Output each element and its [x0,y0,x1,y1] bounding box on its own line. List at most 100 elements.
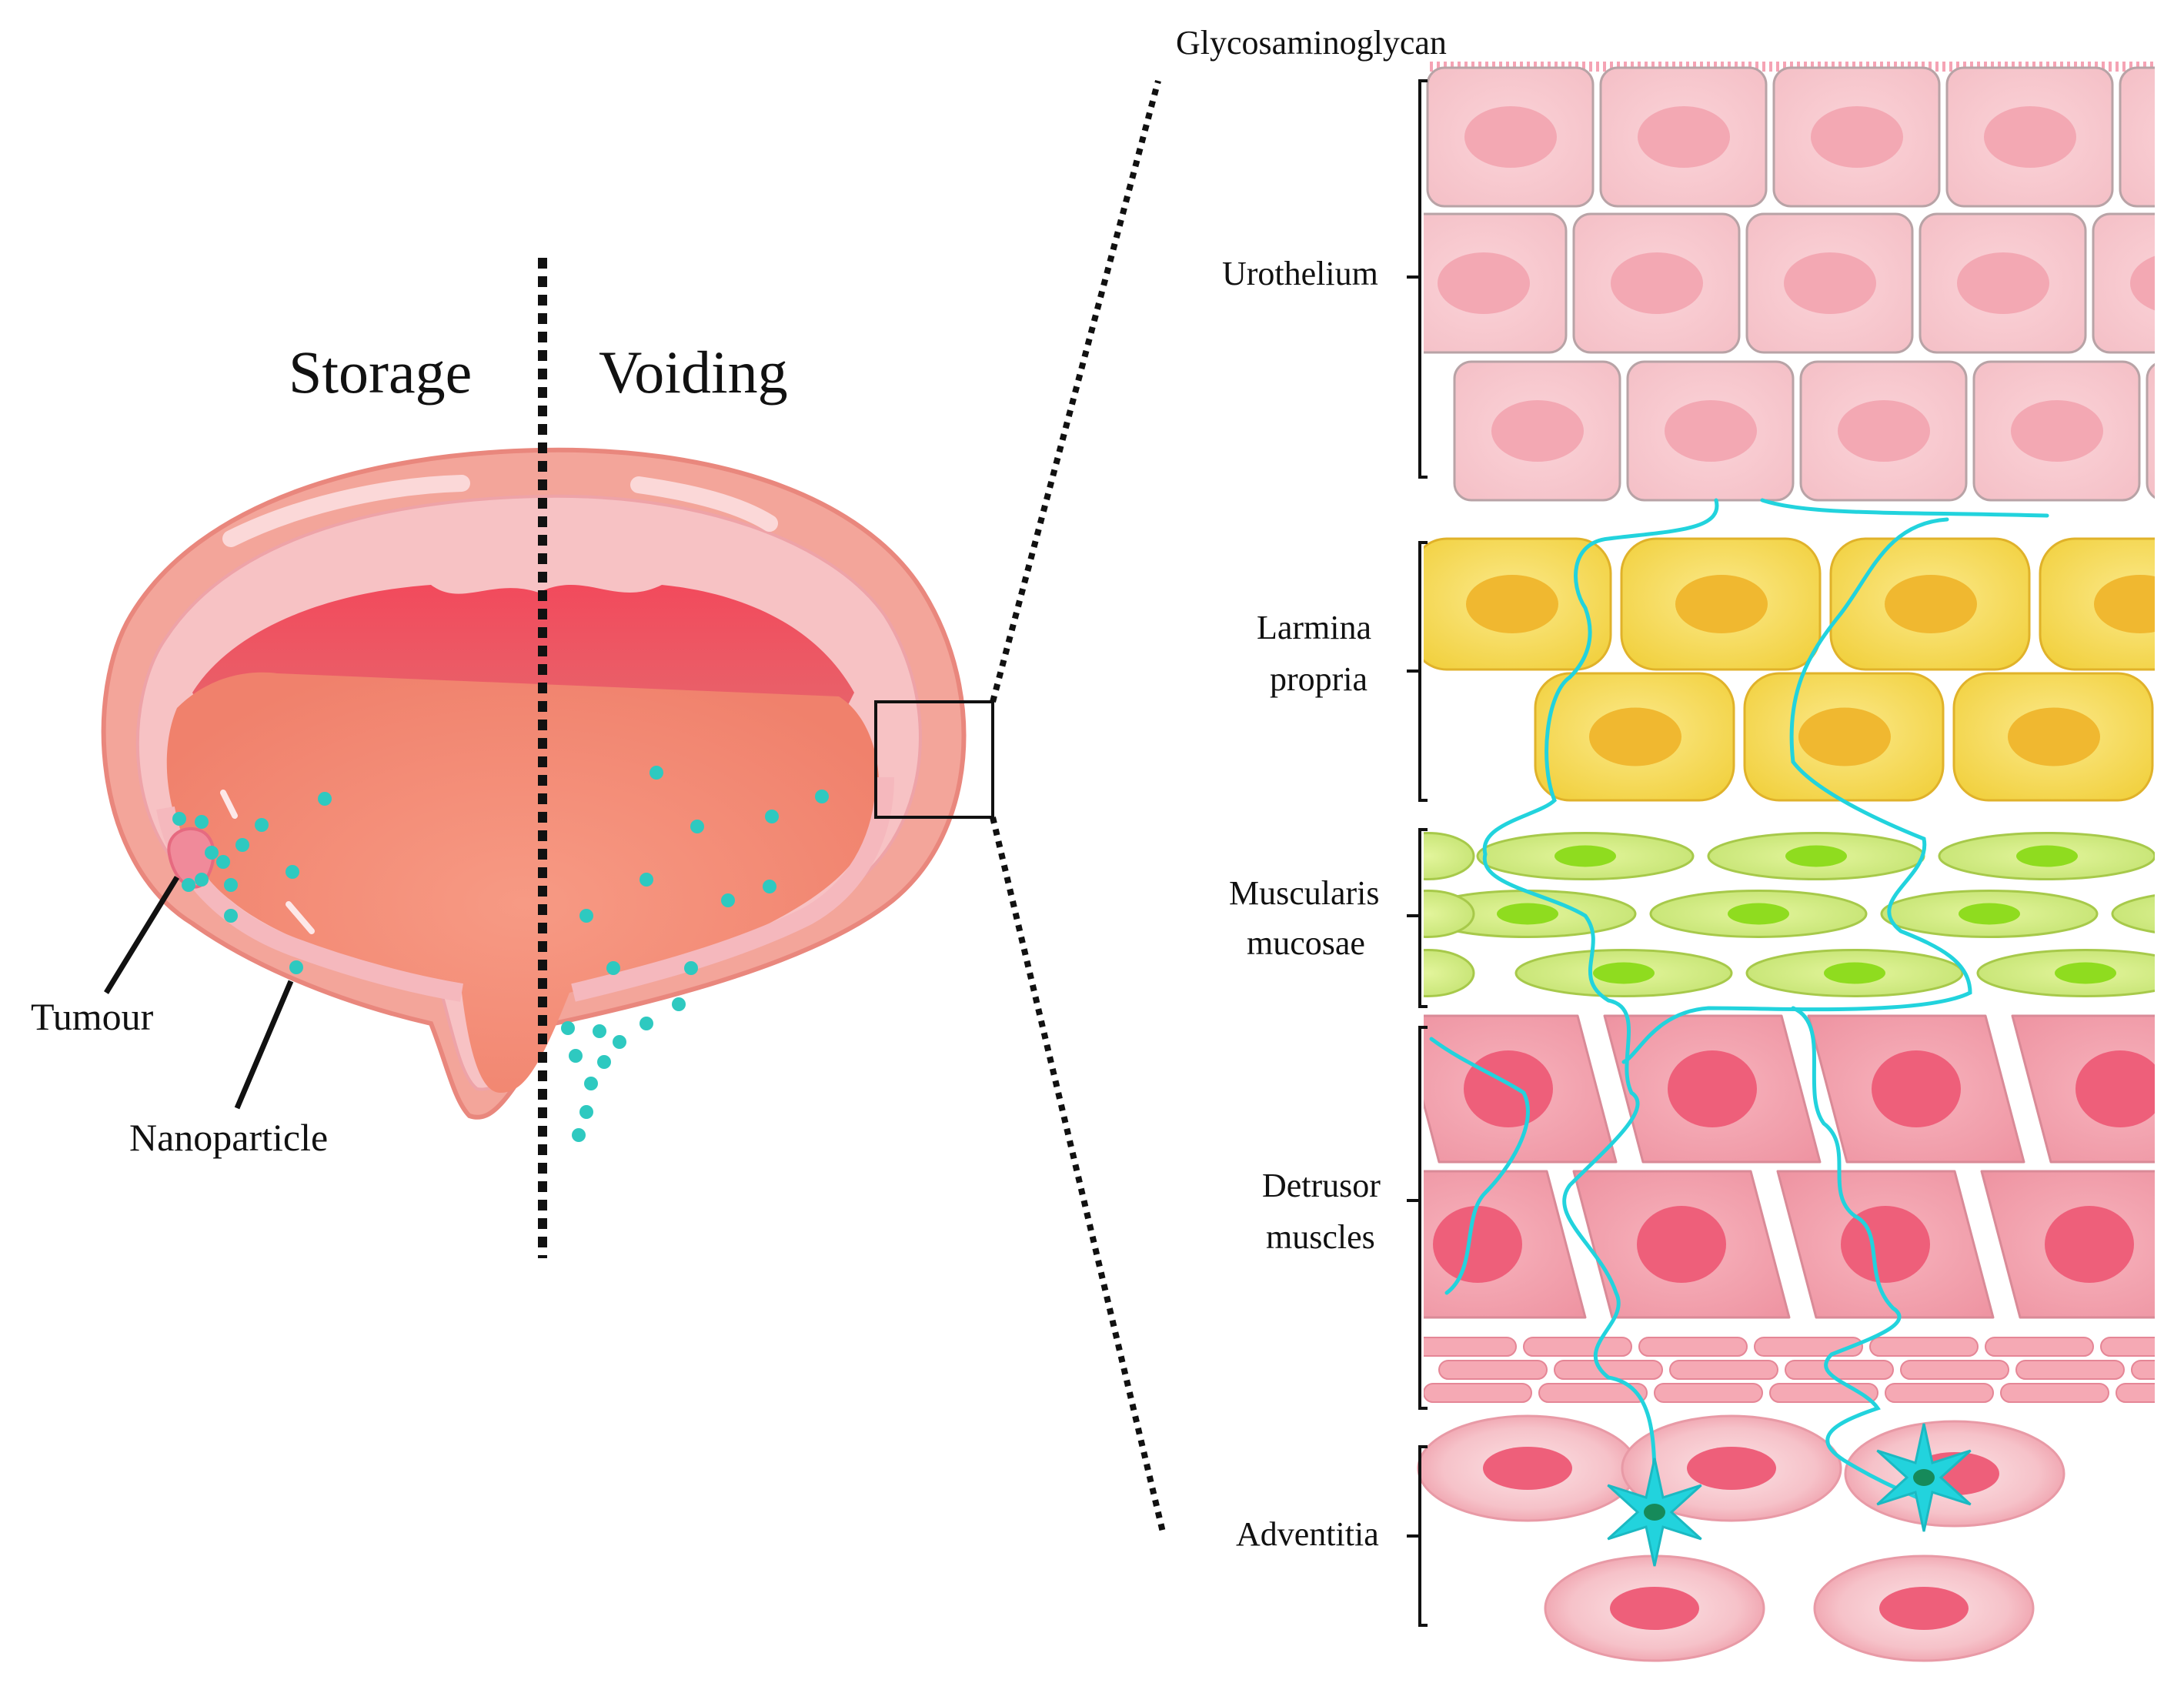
tumour-leader-line [104,876,179,994]
urothelium-layer [1424,66,2155,502]
urothelium-nucleus [1611,252,1703,314]
detrusor-nucleus [2045,1206,2134,1283]
cell-row [1534,672,2154,802]
detrusor-fiber [2131,1360,2155,1380]
nanoparticle [182,878,195,892]
adventitia-nucleus [1879,1587,1969,1630]
nerve-fiber [1621,517,1972,1064]
nanoparticle [640,1017,653,1030]
lamina-propria-label-line1: Larmina [1257,609,1371,646]
nanoparticle [172,812,186,826]
nanoparticle [650,766,663,780]
bladder-highlight [630,476,778,532]
cell-row [1424,1337,2155,1403]
lamina-propria-nucleus [2008,707,2100,766]
cell-row [1424,890,2155,938]
urothelium-nucleus [1784,252,1876,314]
detrusor-fiber [1638,1337,1748,1357]
nanoparticle [721,893,735,907]
nanoparticle [606,961,620,975]
nanoparticle [690,820,704,833]
urothelium-nucleus [1811,106,1903,168]
detrusor-fiber [2100,1337,2155,1357]
nanoparticle [684,961,698,975]
tumour-label: Tumour [31,995,154,1038]
ganglion-nucleus [1913,1469,1935,1486]
detrusor-muscles-bracket [1407,1026,1428,1410]
cell-row [1424,1014,2155,1164]
detrusor-fiber [1654,1383,1763,1403]
layer-brackets [1407,79,1428,1627]
nanoparticle [561,1021,575,1035]
muscularis-nucleus [1785,845,1847,867]
nanoparticle [593,1024,606,1038]
glycosaminoglycan-label: Glycosaminoglycan [1176,24,1447,62]
muscularis-nucleus [2016,845,2078,867]
bladder-lumen [166,672,880,1093]
nanoparticle [195,873,209,887]
nanoparticle [672,997,686,1011]
muscularis-nucleus [1497,903,1558,925]
urothelium-cell [2119,66,2155,208]
urothelium-nucleus [1665,400,1757,462]
muscularis-nucleus [1728,903,1789,925]
nerve-fiber [1429,1037,1530,1295]
urothelium-nucleus [2130,255,2155,311]
cell-row [1476,832,2155,880]
nanoparticle [579,909,593,923]
detrusor-nucleus [2075,1050,2155,1127]
nerve-fiber [1482,498,1719,1495]
adventitia-label: Adventitia [1236,1515,1379,1553]
cell-row [1424,212,2155,354]
tissue-layers: Glycosaminoglycan Urothelium Larmina pro… [1176,24,2155,1662]
muscularis-nucleus [1824,962,1885,984]
detrusor-fiber [1885,1383,1994,1403]
vessel-highlight [286,901,315,934]
nanoparticle [286,865,299,879]
urothelium-cell [2092,212,2155,354]
muscularis-cell [2111,894,2155,933]
nanoparticle-label: Nanoparticle [129,1116,328,1159]
muscularis-nucleus [1959,903,2020,925]
nanoparticle [765,810,779,823]
detrusor-fiber [1438,1360,1548,1380]
detrusor-fiber [1985,1337,2094,1357]
nanoparticle [613,1035,626,1049]
muscularis-nucleus [1555,845,1616,867]
urothelium-nucleus [1464,106,1557,168]
urothelium-nucleus [1984,106,2076,168]
storage-label: Storage [289,339,472,406]
detrusor-fiber [1785,1360,1894,1380]
urothelium-nucleus [1957,252,2049,314]
nanoparticle [640,873,653,887]
lamina-propria-layer [1424,537,2155,802]
cell-row [1514,949,2155,997]
lamina-propria-nucleus [1675,575,1768,633]
bladder-rim [571,776,894,1002]
detrusor-fiber [1869,1337,1979,1357]
detrusor-muscles-label-line1: Detrusor [1262,1167,1381,1204]
nanoparticle [224,878,238,892]
bladder-illustration: Storage Voiding Tumour Nanoparticle [31,79,1167,1536]
ganglion-nucleus [1644,1504,1665,1521]
detrusor-nucleus [1668,1050,1757,1127]
detrusor-fiber [1900,1360,2009,1380]
muscularis-nucleus [2055,962,2116,984]
detrusor-muscles-label-line2: muscles [1266,1218,1375,1256]
detrusor-fiber [1523,1337,1632,1357]
nerve-fiber [1791,1006,1926,1503]
muscularis-mucosae-layer [1424,832,2155,997]
detrusor-fiber [1669,1360,1778,1380]
cell-row [1424,1170,2155,1319]
nanoparticle [318,792,332,806]
detrusor-fiber [1424,1383,1532,1403]
nanoparticle [572,1128,586,1142]
lamina-propria-nucleus [1466,575,1558,633]
nerve-fibers [1429,498,2049,1567]
muscularis-mucosae-label-line2: mucosae [1247,924,1365,962]
nanoparticle-group [172,766,829,1142]
voiding-label: Voiding [599,339,788,406]
detrusor-muscles-layer [1424,1014,2155,1403]
vessel-highlight [220,790,238,819]
lamina-propria-label-line2: propria [1270,660,1368,698]
